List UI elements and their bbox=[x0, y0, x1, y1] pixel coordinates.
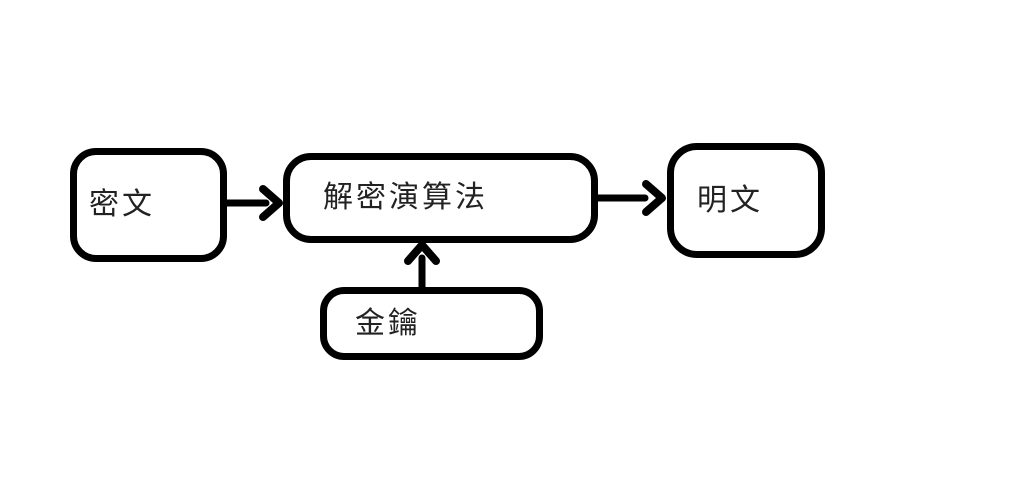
node-plaintext: 明文 bbox=[667, 143, 825, 258]
arrow-head-right-icon bbox=[259, 185, 283, 221]
node-decryption-algorithm: 解密演算法 bbox=[283, 153, 598, 243]
node-decryption-algorithm-label: 解密演算法 bbox=[323, 180, 488, 215]
arrow-key-to-algorithm bbox=[404, 241, 440, 294]
arrow-head-up-icon bbox=[404, 241, 440, 265]
arrow-ciphertext-to-algorithm bbox=[220, 185, 283, 221]
node-ciphertext: 密文 bbox=[70, 148, 227, 262]
node-key-label: 金鑰 bbox=[355, 305, 421, 341]
node-plaintext-label: 明文 bbox=[697, 182, 763, 218]
node-ciphertext-label: 密文 bbox=[89, 187, 155, 222]
arrow-algorithm-to-plaintext bbox=[591, 180, 666, 216]
arrow-head-right-icon bbox=[642, 180, 666, 216]
node-key: 金鑰 bbox=[320, 287, 543, 360]
